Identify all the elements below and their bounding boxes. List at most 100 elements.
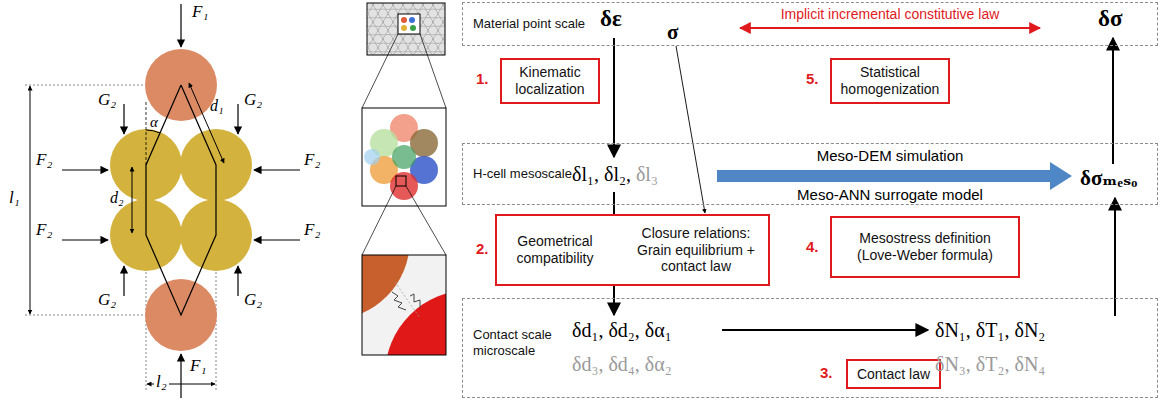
drawn-line (189, 83, 224, 163)
drawn-line (362, 34, 398, 108)
force-label: F₂ (304, 150, 320, 170)
drawn-circle (392, 145, 416, 169)
drawn-circle (367, 34, 373, 43)
drawn-line (420, 34, 446, 108)
micro-variable: δN₁, δT₁, δN₂ (935, 318, 1045, 342)
drawn-circle (403, 3, 412, 10)
node-note: Closure relations: Grain equilibrium + c… (625, 225, 767, 275)
drawn-circle (433, 51, 442, 55)
drawn-line (254, 169, 300, 170)
drawn-line (62, 239, 108, 240)
drawn-circle (383, 3, 392, 10)
drawn-path (146, 130, 160, 133)
force-label: G₂ (244, 290, 262, 310)
arrow-label: Meso-DEM simulation (817, 147, 964, 165)
micro-variable: δd₁, δd₂, δα₁ (572, 318, 672, 342)
drawn-circle (388, 9, 397, 18)
drawn-circle (390, 172, 418, 200)
drawn-circle (408, 43, 417, 52)
force-label: G₂ (98, 290, 116, 310)
node-title: Mesostress definition (Love-Weber formul… (838, 230, 1012, 264)
drawn-circle (385, 290, 446, 355)
drawn-polygon (717, 162, 1072, 190)
drawn-circle (373, 51, 382, 55)
drawn-circle (373, 17, 382, 26)
drawn-circle (438, 26, 445, 35)
step-box: Mesostress definition (Love-Weber formul… (830, 216, 1020, 278)
drawn-line (62, 169, 108, 170)
force-label: G₂ (98, 90, 116, 110)
force-label: F₂ (304, 220, 320, 240)
h-cell-figure (25, 4, 300, 398)
drawn-line (237, 266, 238, 296)
drawn-circle (413, 34, 422, 43)
drawn-rect (367, 3, 445, 55)
drawn-line (123, 104, 124, 134)
drawn-circle (388, 26, 397, 35)
drawn-circle (373, 3, 382, 10)
drawn-circle (428, 9, 437, 18)
drawn-circle (413, 51, 422, 55)
stress-symbol: δσ (1098, 5, 1122, 33)
drawn-circle (367, 3, 373, 10)
drawn-g (362, 255, 446, 355)
node-title: Contact scale microscale (473, 327, 568, 358)
strain-symbol: δε (600, 5, 622, 33)
branch-label: d₁ (210, 96, 224, 115)
step-box: Contact law (846, 359, 941, 389)
branch-label: d₂ (110, 188, 124, 207)
drawn-rect (398, 14, 420, 34)
drawn-circle (378, 9, 387, 18)
drawn-circle (368, 43, 377, 52)
drawn-line (30, 86, 31, 314)
drawn-line (676, 46, 705, 213)
drawn-circle (433, 17, 442, 26)
step-box: Geometrical compatibilityClosure relatio… (495, 214, 770, 286)
drawn-line (613, 38, 615, 157)
drawn-line (362, 186, 396, 255)
drawn-circle (383, 34, 392, 43)
step-number: 3. (820, 364, 833, 382)
drawn-circle (362, 255, 410, 320)
drawn-line (180, 4, 181, 47)
step-number: 5. (806, 70, 819, 88)
drawn-line (406, 186, 446, 255)
drawn-line (1112, 38, 1114, 164)
step-box: Kinematic localization (500, 58, 600, 104)
stress-symbol: σ (667, 20, 678, 45)
drawn-line (132, 167, 133, 233)
node-title: Statistical homogenization (838, 64, 942, 98)
node-title: Contact law (857, 366, 930, 383)
drawn-circle (368, 9, 377, 18)
force-label: F₁ (190, 356, 206, 376)
step-box: Statistical homogenization (830, 58, 950, 104)
meso-variable: δl₃ (636, 162, 658, 186)
drawn-circle (367, 51, 373, 55)
drawn-circle (428, 26, 437, 35)
drawn-g (367, 3, 445, 55)
drawn-circle (367, 17, 373, 26)
drawn-circle (401, 25, 407, 31)
drawn-line (740, 27, 1040, 29)
drawn-circle (433, 3, 442, 10)
drawn-circle (423, 34, 432, 43)
node-title: Material point scale (473, 16, 585, 32)
drawn-circle (423, 3, 432, 10)
dimension-label: l₁ (9, 188, 20, 208)
drawn-circle (364, 149, 380, 165)
drawn-circle (393, 51, 402, 55)
drawn-circle (433, 34, 442, 43)
step-number: 4. (806, 238, 819, 256)
drawn-circle (410, 25, 416, 31)
drawn-circle (398, 43, 407, 52)
drawn-line (237, 104, 238, 134)
drawn-circle (403, 34, 412, 43)
micro-variable: δd₃, δd₄, δα₂ (572, 352, 672, 376)
force-label: G₂ (244, 90, 262, 110)
drawn-rect (367, 3, 445, 55)
step-number: 2. (476, 240, 489, 258)
drawn-circle (401, 17, 407, 23)
drawn-circle (438, 43, 445, 52)
angle-label: α (150, 113, 158, 131)
drawn-circle (428, 43, 437, 52)
